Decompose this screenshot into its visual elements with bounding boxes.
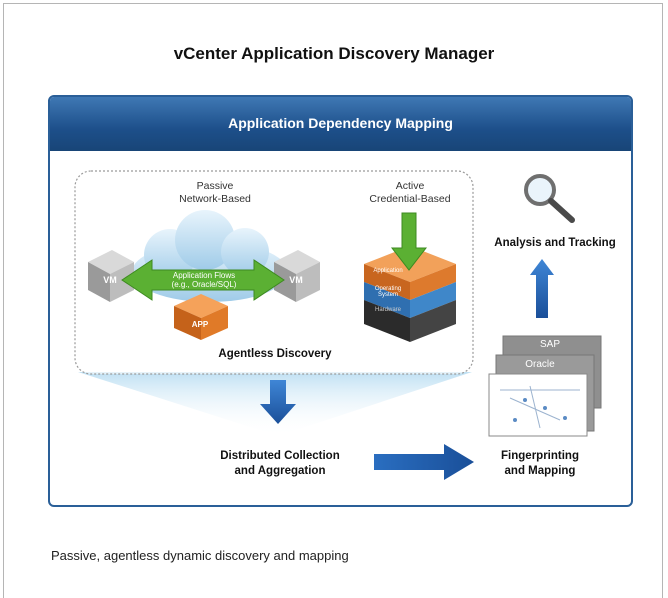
fingerprint-label-line2: and Mapping [504,465,576,477]
doc-sap-label: SAP [539,339,560,350]
passive-label-line1: Passive [196,180,234,192]
distributed-label-line1: Distributed Collection [220,450,340,462]
diagram-title: vCenter Application Discovery Manager [173,44,495,63]
application-flows-arrow [121,259,285,301]
credential-arrow [390,212,428,271]
agentless-label: Agentless Discovery [218,348,332,360]
vm-right-label: VM [289,275,303,285]
app-label: APP [191,320,209,329]
passive-label-line2: Network-Based [179,193,251,205]
stack-mid-label: Operating System [374,286,402,298]
right-arrow [374,444,474,480]
active-label-line1: Active [395,180,425,192]
vm-left-label: VM [103,275,117,285]
distributed-label-line2: and Aggregation [234,465,326,477]
stack-top-label: Application [373,268,403,274]
figure-caption: Passive, agentless dynamic discovery and… [51,548,349,563]
down-arrow [260,380,296,424]
fingerprint-label-line1: Fingerprinting [501,450,579,462]
analysis-label: Analysis and Tracking [494,237,616,249]
up-arrow [530,259,554,318]
banner-title: Application Dependency Mapping [228,115,453,131]
stack-base-label: Hardware [374,307,401,313]
doc-oracle-label: Oracle [525,359,555,370]
magnifier-icon [524,174,575,223]
vm-left-icon [88,250,134,302]
page-frame [3,3,663,598]
flows-label-line1: Application Flows [172,271,236,280]
active-label-line2: Credential-Based [369,193,451,205]
mapping-documents-icon [488,335,602,437]
flows-label-line2: (e.g., Oracle/SQL) [171,280,237,289]
vm-right-icon [274,250,320,302]
banner: Application Dependency Mapping [50,97,631,151]
app-cube-icon [174,294,228,340]
